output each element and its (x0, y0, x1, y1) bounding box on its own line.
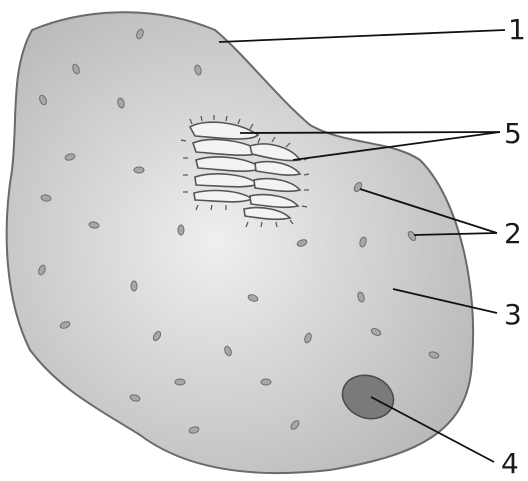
ribosome (131, 281, 137, 291)
cell-membrane (7, 12, 473, 473)
label-nucleus: 4 (501, 447, 519, 480)
ribosome (175, 379, 185, 385)
label-cytoplasm: 3 (504, 298, 522, 331)
label-ribosomes: 2 (504, 217, 522, 250)
label-rough-er: 5 (504, 117, 522, 150)
leader-line-membrane (219, 30, 505, 42)
label-cell-membrane: 1 (508, 13, 526, 46)
ribosome (261, 379, 271, 385)
leader-line-er-upper (240, 132, 500, 133)
ribosome (134, 167, 144, 173)
ribosome (178, 225, 184, 235)
